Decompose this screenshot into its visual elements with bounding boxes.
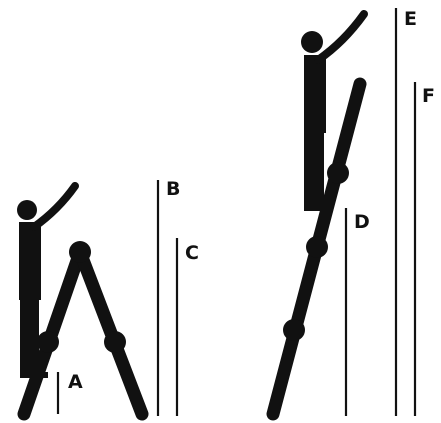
- step-ladder: [17, 241, 149, 421]
- person-foot: [304, 204, 326, 211]
- lean-to-ladder-upper-joint: [327, 162, 349, 184]
- dimension-label-a: A: [68, 371, 83, 393]
- person-legs: [20, 298, 39, 378]
- dimension-label-b: B: [166, 178, 181, 200]
- person-torso: [304, 55, 326, 133]
- dimension-label-d: D: [354, 211, 370, 233]
- person-legs: [304, 131, 324, 211]
- step-ladder-front-joint: [37, 331, 59, 353]
- person-head: [17, 200, 37, 220]
- step-ladder-top-joint: [69, 241, 91, 263]
- person-raised-arm: [30, 182, 79, 231]
- person-torso: [19, 222, 41, 300]
- person-on-lean-to-ladder: [301, 10, 368, 211]
- person-on-step-ladder: [17, 182, 79, 378]
- dimension-label-c: C: [185, 242, 199, 264]
- person-raised-arm: [314, 10, 368, 64]
- lean-to-ladder-lower-joint: [283, 319, 305, 341]
- person-foot: [20, 372, 48, 378]
- dimension-label-f: F: [422, 85, 435, 107]
- step-ladder-rear-joint: [104, 331, 126, 353]
- dimension-label-e: E: [404, 8, 417, 30]
- person-head: [301, 31, 323, 53]
- lean-to-ladder: [266, 77, 367, 421]
- lean-to-ladder-middle-joint: [306, 236, 328, 258]
